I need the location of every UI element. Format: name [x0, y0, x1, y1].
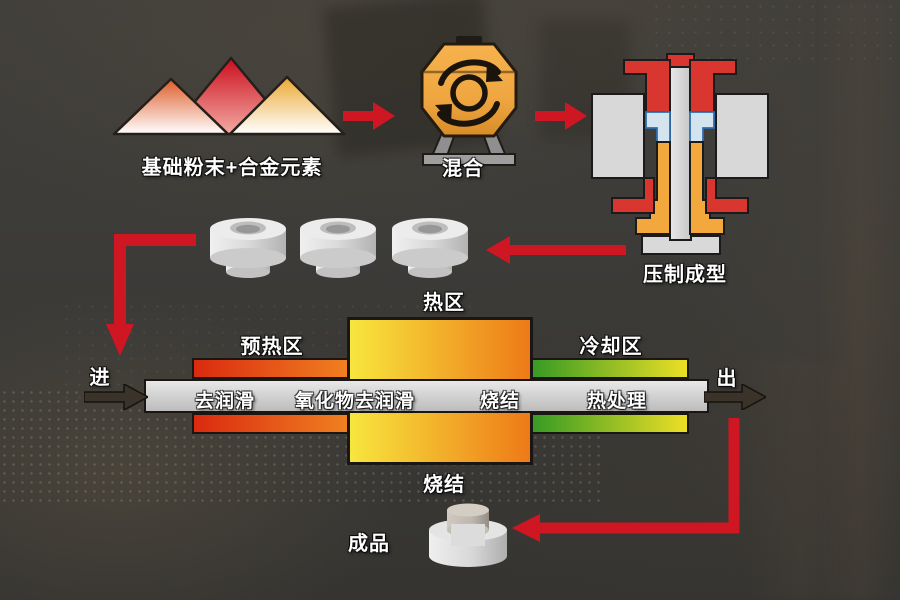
- flow-arrow-right-icon: [535, 102, 587, 130]
- press-icon: [591, 53, 769, 255]
- compact-icon: [300, 218, 376, 278]
- preheat-zone-strip: [192, 358, 349, 379]
- compact-icon: [210, 218, 286, 278]
- mixer-icon: [420, 36, 518, 166]
- pillar-silhouette: [820, 0, 900, 600]
- cooling-zone-strip: [531, 358, 689, 379]
- furnace-entry-label: 进: [89, 367, 111, 389]
- preheat-zone-strip: [192, 413, 349, 434]
- flow-arrow-left-icon: [486, 236, 626, 264]
- exit-arrow-icon: [704, 384, 766, 410]
- belt-step-delube-label: 去润滑: [194, 391, 256, 412]
- mixing-label: 混合: [442, 158, 484, 180]
- belt-step-heat-treat-label: 热处理: [586, 391, 648, 412]
- flow-arrow-right-icon: [343, 102, 395, 130]
- product-label: 成品: [348, 533, 390, 555]
- sintering-bottom-label: 烧结: [423, 474, 465, 496]
- compact-icon: [392, 218, 468, 278]
- preheat-zone-label: 预热区: [240, 336, 304, 358]
- pressing-label: 压制成型: [643, 264, 727, 286]
- powder-triangles-icon: [112, 56, 346, 136]
- cooling-zone-strip: [531, 413, 689, 434]
- belt-step-oxide-delube-label: 氧化物去润滑: [294, 391, 416, 412]
- cooling-zone-label: 冷却区: [579, 336, 643, 358]
- flow-elbow-left-icon: [512, 418, 740, 542]
- furnace-exit-label: 出: [716, 368, 738, 390]
- belt-step-sinter-label: 烧结: [479, 391, 521, 412]
- conveyor-belt: [144, 379, 709, 413]
- hot-zone-label: 热区: [423, 292, 465, 314]
- powder-label: 基础粉末+合金元素: [141, 157, 323, 179]
- product-icon: [429, 503, 507, 567]
- entry-arrow-icon: [84, 384, 148, 410]
- flow-elbow-down-icon: [106, 234, 196, 356]
